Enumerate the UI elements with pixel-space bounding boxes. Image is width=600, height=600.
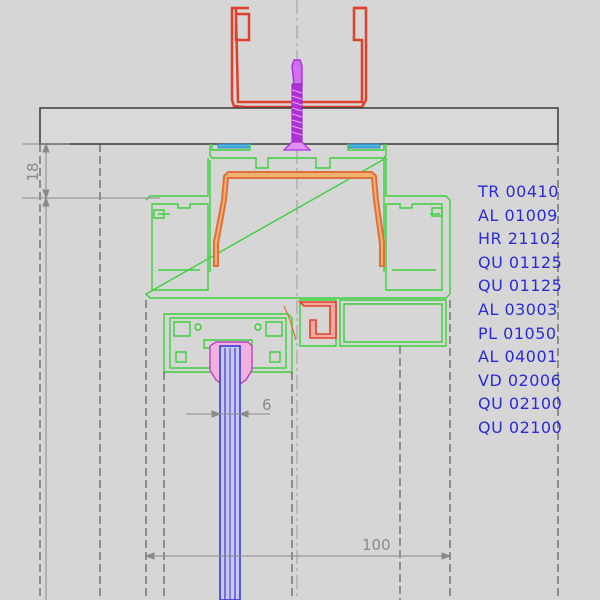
dimension-top-height — [22, 142, 160, 600]
part-code: AL 04001 — [478, 347, 558, 367]
screw-thread — [291, 89, 303, 136]
aluminium-head-profile — [144, 144, 451, 299]
dimension-6-label: 6 — [262, 396, 272, 414]
part-code: QU 01125 — [478, 276, 563, 296]
part-code: QU 02100 — [478, 417, 563, 437]
part-code: TR 00410 — [478, 182, 559, 201]
parts-list: TR 00410 AL 01009 HR 21102 QU 01125 QU 0… — [478, 180, 562, 440]
sealing-tape-left — [217, 143, 251, 149]
part-code: QU 01125 — [478, 252, 563, 272]
sash-gasket — [298, 301, 337, 339]
extension-lines — [39, 144, 559, 600]
dimension-glass-thickness — [186, 410, 270, 418]
screw-head — [282, 141, 312, 151]
part-code: VD 02006 — [478, 370, 562, 390]
head-gasket — [213, 171, 385, 267]
dimension-100-label: 100 — [362, 536, 391, 554]
part-code: HR 21102 — [478, 229, 562, 249]
sash-seal-lip — [283, 305, 297, 341]
part-code: QU 02100 — [478, 394, 563, 414]
glass-pane — [219, 345, 241, 600]
steel-stud-profile — [230, 6, 368, 109]
dimension-18-label: 18 — [24, 162, 42, 181]
part-code: PL 01050 — [478, 323, 557, 343]
part-code: AL 03003 — [478, 299, 558, 319]
aluminium-sash-profile — [163, 299, 447, 373]
dimension-overall-width — [144, 552, 452, 560]
part-code: AL 01009 — [478, 205, 558, 225]
sealing-tape-right — [347, 143, 381, 149]
